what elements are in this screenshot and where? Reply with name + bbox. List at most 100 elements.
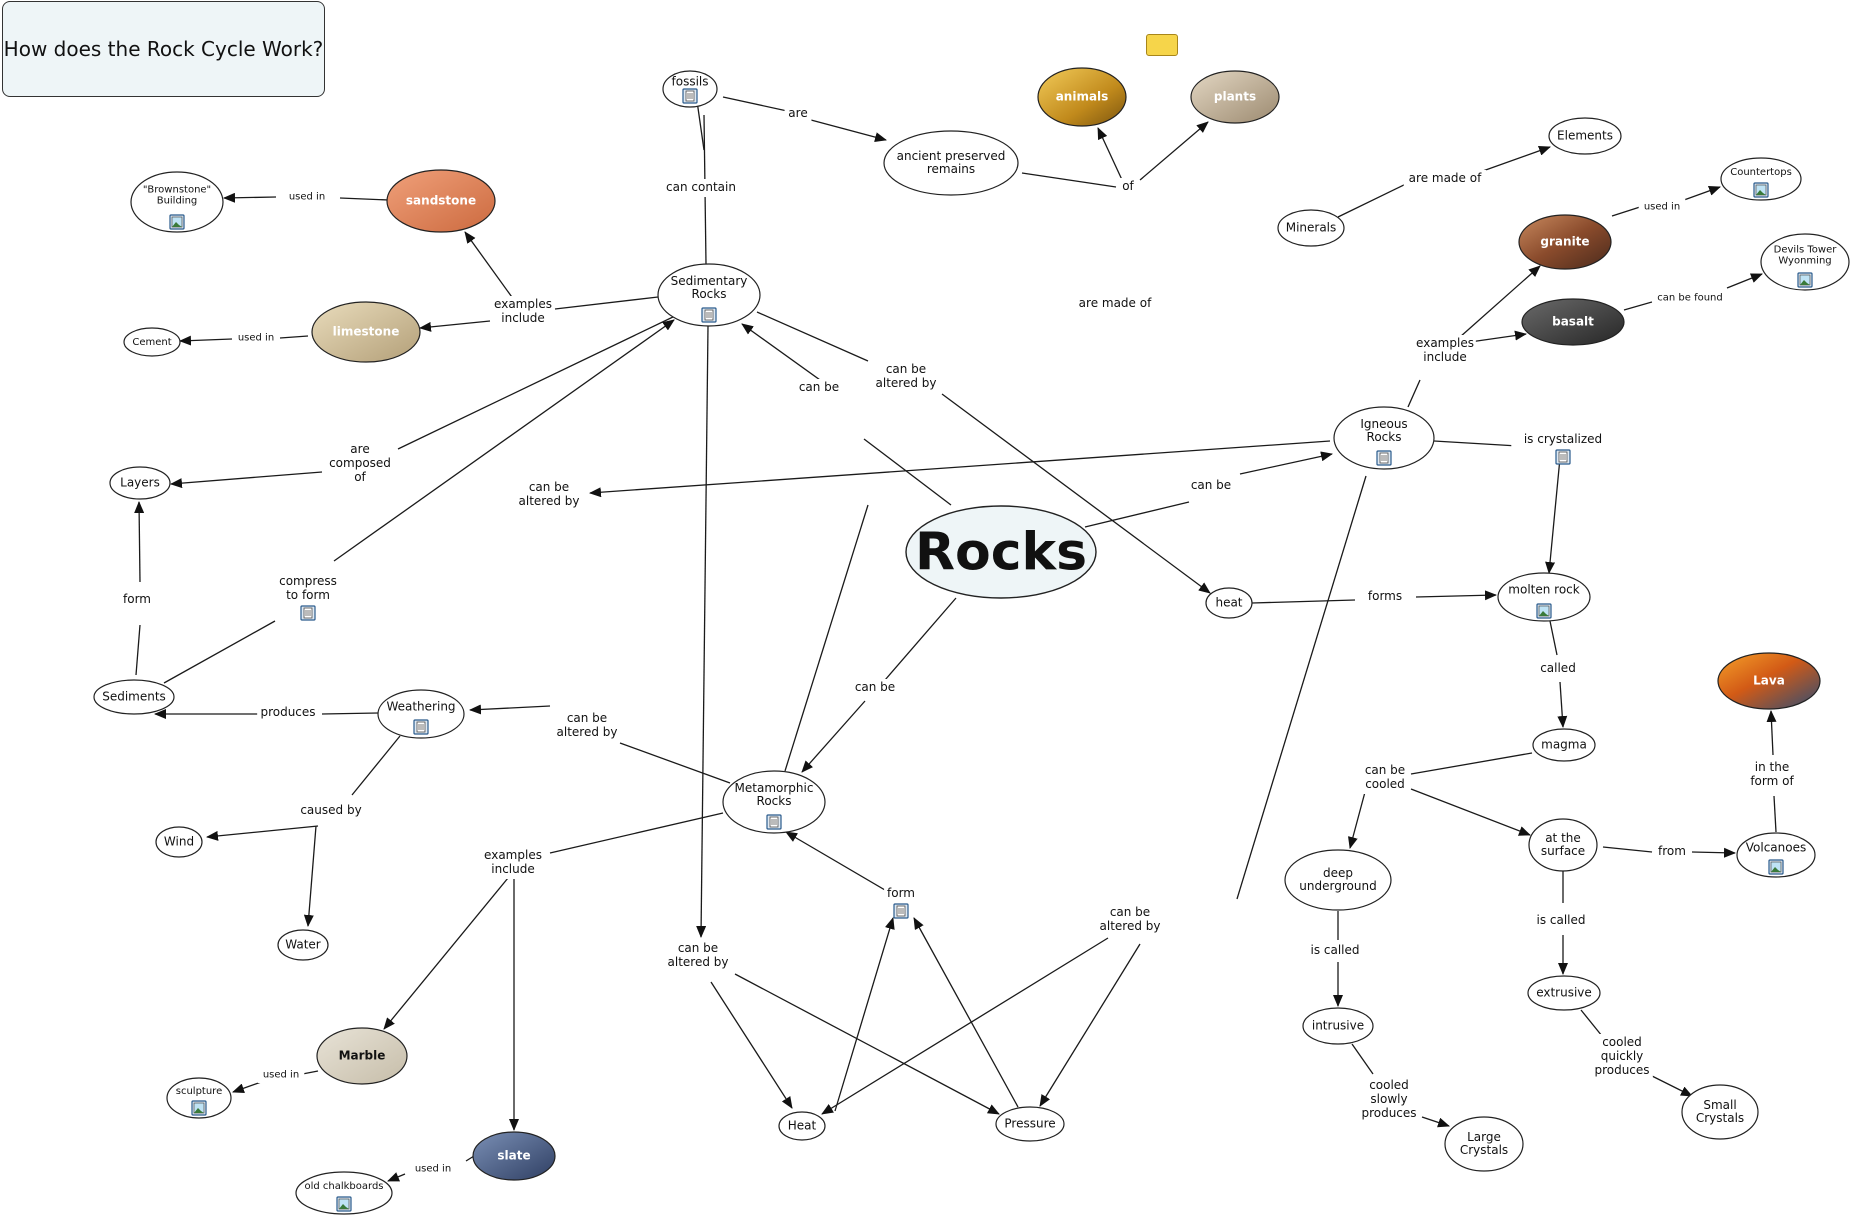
image-icon[interactable] xyxy=(169,214,185,230)
node-elements[interactable]: Elements xyxy=(1548,117,1622,155)
node-animals[interactable]: animals xyxy=(1037,67,1127,127)
link-called[interactable]: called xyxy=(1534,660,1582,678)
concept-map-tool-icon[interactable] xyxy=(1146,34,1178,56)
node-label: Heat xyxy=(788,1119,817,1133)
image-icon[interactable] xyxy=(1797,272,1813,288)
link-used-in-sculpture[interactable]: used in xyxy=(257,1067,305,1083)
link-caused-by[interactable]: caused by xyxy=(296,802,366,820)
node-volcanoes[interactable]: Volcanoes xyxy=(1736,832,1816,878)
link-are-made-of-minerals[interactable]: are made of xyxy=(1403,170,1487,188)
node-sandstone[interactable]: sandstone xyxy=(386,169,496,233)
image-icon[interactable] xyxy=(1753,182,1769,198)
link-can-be-found[interactable]: can be found xyxy=(1652,290,1728,306)
link-label: used in xyxy=(1644,202,1680,213)
link-can-be-igneous[interactable]: can be xyxy=(1187,477,1235,495)
link-form-layers[interactable]: form xyxy=(120,591,154,609)
node-basalt[interactable]: basalt xyxy=(1521,298,1625,346)
link-are[interactable]: are xyxy=(784,105,812,123)
document-icon[interactable] xyxy=(701,307,717,323)
node-minerals[interactable]: Minerals xyxy=(1277,209,1345,247)
document-icon[interactable] xyxy=(893,903,909,919)
link-used-in-countertops[interactable]: used in xyxy=(1638,199,1686,215)
image-icon[interactable] xyxy=(1536,603,1552,619)
node-heat-top[interactable]: heat xyxy=(1205,587,1253,619)
node-chalk[interactable]: old chalkboards xyxy=(295,1171,393,1215)
link-used-in-brownstone[interactable]: used in xyxy=(283,189,331,205)
node-marble[interactable]: Marble xyxy=(316,1027,408,1085)
link-is-called-surface[interactable]: is called xyxy=(1526,912,1596,930)
node-lava[interactable]: Lava xyxy=(1717,652,1821,710)
node-slate[interactable]: slate xyxy=(472,1131,556,1181)
node-pressure[interactable]: Pressure xyxy=(995,1106,1065,1142)
link-can-be-sed[interactable]: can be xyxy=(795,379,843,397)
link-produces[interactable]: produces xyxy=(257,704,319,722)
node-limestone[interactable]: limestone xyxy=(311,301,421,363)
link-from[interactable]: from xyxy=(1655,843,1689,861)
link-forms[interactable]: forms xyxy=(1364,588,1406,606)
node-fossils[interactable]: fossils xyxy=(662,70,718,108)
node-rocks[interactable]: Rocks xyxy=(905,505,1097,599)
link-are-made-of-rocks[interactable]: are made of xyxy=(1073,295,1157,313)
node-molten[interactable]: molten rock xyxy=(1497,572,1591,622)
node-granite[interactable]: granite xyxy=(1518,214,1612,270)
image-icon[interactable] xyxy=(336,1196,352,1212)
link-can-contain[interactable]: can contain xyxy=(659,179,743,197)
link-form-met[interactable]: form xyxy=(884,885,918,919)
document-icon[interactable] xyxy=(413,719,429,735)
link-used-in-cement[interactable]: used in xyxy=(232,330,280,346)
node-heat-bottom[interactable]: Heat xyxy=(778,1111,826,1141)
node-water[interactable]: Water xyxy=(277,929,329,961)
document-icon[interactable] xyxy=(1376,450,1392,466)
node-layers[interactable]: Layers xyxy=(109,466,171,500)
node-label: Volcanoes xyxy=(1746,841,1807,855)
node-magma[interactable]: magma xyxy=(1532,728,1596,762)
link-is-called-deep[interactable]: is called xyxy=(1300,942,1370,960)
link-is-crystalized[interactable]: is crystalized xyxy=(1511,431,1615,465)
node-brownstone[interactable]: "Brownstone"Building xyxy=(130,171,224,233)
node-extrusive[interactable]: extrusive xyxy=(1527,975,1601,1011)
node-countertops[interactable]: Countertops xyxy=(1720,157,1802,201)
node-plants[interactable]: plants xyxy=(1190,70,1280,124)
document-icon[interactable] xyxy=(300,605,316,621)
node-sediments[interactable]: Sediments xyxy=(93,679,175,715)
document-icon[interactable] xyxy=(766,814,782,830)
image-icon[interactable] xyxy=(191,1100,207,1116)
node-sculpture[interactable]: sculpture xyxy=(166,1077,232,1119)
document-icon[interactable] xyxy=(682,88,698,104)
document-icon[interactable] xyxy=(1555,449,1571,465)
connection-lines xyxy=(134,79,1777,1182)
node-weathering[interactable]: Weathering xyxy=(377,689,465,739)
link-used-in-chalk[interactable]: used in xyxy=(409,1161,457,1177)
node-intrusive[interactable]: intrusive xyxy=(1302,1007,1374,1045)
connection-line xyxy=(1557,681,1568,728)
node-wind[interactable]: Wind xyxy=(155,826,203,858)
link-can-be-met[interactable]: can be xyxy=(851,679,899,697)
image-icon[interactable] xyxy=(1768,859,1784,875)
link-of[interactable]: of xyxy=(1118,178,1138,196)
node-cement[interactable]: Cement xyxy=(123,327,181,357)
